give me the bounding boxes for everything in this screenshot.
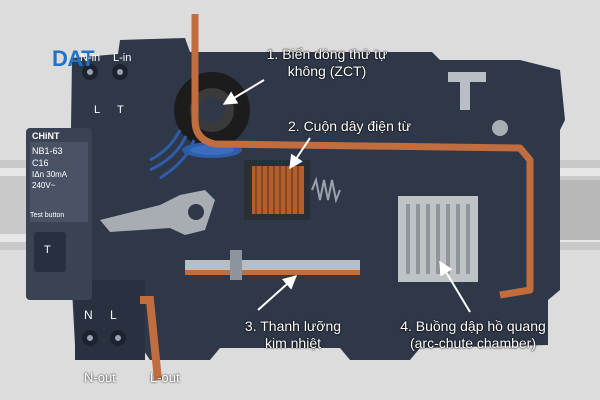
top-label-l: L: [94, 104, 101, 116]
rating-label: C16: [32, 158, 49, 168]
bimetal-strip: [185, 250, 360, 280]
annotation-bimetal-line1: 3. Thanh lưỡng: [244, 318, 342, 334]
arrow-coil: [289, 137, 311, 170]
arrow-bimetal: [257, 275, 298, 311]
voltage-label: 240V~: [32, 181, 56, 190]
l-in-label: L-in: [113, 52, 132, 64]
latch-mechanism: [448, 72, 508, 136]
copper-conductor: [140, 14, 534, 381]
model-label: NB1-63: [32, 146, 63, 156]
annotation-zct: 1. Biến dòng thứ tự không (ZCT): [252, 46, 402, 80]
annotation-arc-chute: 4. Buồng dập hồ quang (arc-chute chamber…: [388, 318, 558, 352]
input-terminals: [82, 64, 128, 80]
annotation-coil: 2. Cuộn dây điện từ: [288, 118, 411, 135]
test-button-label: Test button: [30, 212, 65, 219]
arrow-zct: [222, 79, 265, 105]
annotation-arc-chute-line1: 4. Buồng dập hồ quang: [400, 318, 546, 334]
n-in-label: N-in: [80, 52, 101, 64]
annotation-bimetal-line2: kim nhiệt: [264, 335, 322, 351]
annotation-zct-line2: không (ZCT): [287, 63, 367, 79]
annotation-zct-line1: 1. Biến dòng thứ tự: [266, 46, 388, 62]
brand-label: CHiNT: [32, 131, 60, 141]
arc-chute: [398, 196, 478, 282]
test-button-key[interactable]: T: [44, 244, 51, 256]
rcd-module: [26, 128, 92, 300]
l-out-label: L-out: [150, 370, 180, 385]
bottom-label-n: N: [84, 308, 93, 322]
annotation-coil-line1: 2. Cuộn dây điện từ: [288, 118, 412, 134]
sensitivity-label: IΔn 30mA: [32, 170, 68, 179]
solenoid-coil: [244, 160, 341, 220]
arrow-arc-chute: [439, 260, 471, 313]
output-terminals: [82, 330, 126, 346]
annotation-arc-chute-line2: (arc-chute chamber): [409, 335, 537, 351]
trip-lever: [100, 190, 215, 235]
annotation-bimetal: 3. Thanh lưỡng kim nhiệt: [218, 318, 368, 352]
bottom-label-l: L: [110, 308, 117, 322]
dat-logo: DAT: [52, 46, 95, 71]
breaker-housing: [70, 38, 565, 360]
n-out-label: N-out: [84, 370, 116, 385]
annotation-arrows: [222, 79, 471, 313]
top-label-t: T: [117, 104, 124, 116]
